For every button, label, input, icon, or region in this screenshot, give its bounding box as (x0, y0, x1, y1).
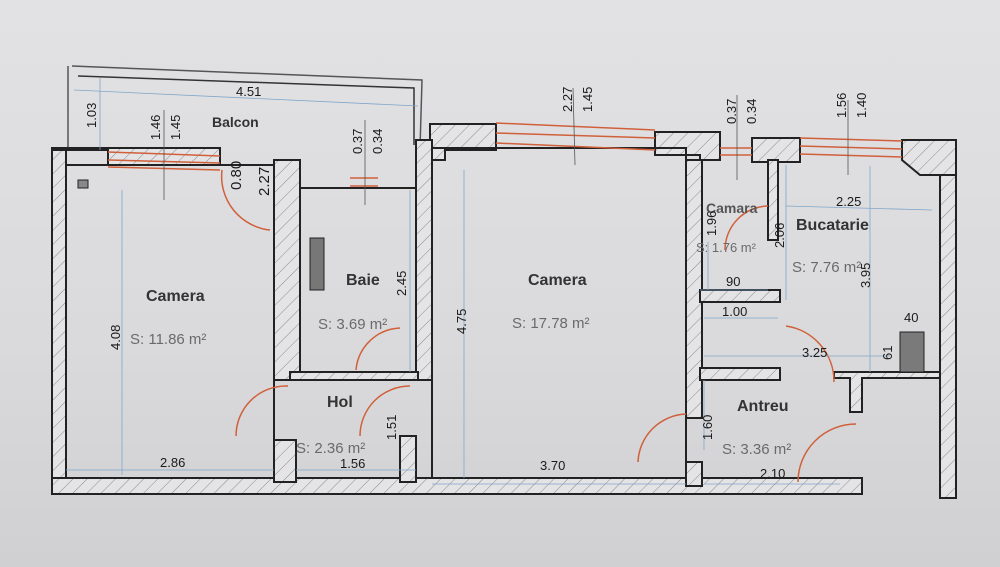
dim-balcon-depth: 1.03 (84, 102, 99, 128)
dim-baie-win-b: 0.34 (370, 128, 385, 154)
dim-camera1-width: 2.86 (160, 455, 186, 470)
dim-stove-width: 40 (904, 310, 919, 325)
dim-camara-width: 90 (726, 274, 741, 289)
dim-camara-win-b: 0.34 (744, 98, 759, 124)
room-label-camera-2: Camera (528, 272, 587, 289)
dim-hol-width: 1.56 (340, 456, 366, 471)
dim-bucatarie-height: 3.95 (858, 262, 873, 288)
room-area-camara: S: 1.76 m² (696, 240, 756, 255)
room-area-antreu: S: 3.36 m² (722, 441, 792, 458)
dim-stove-height: 61 (880, 345, 895, 360)
room-area-baie: S: 3.69 m² (318, 316, 388, 333)
dim-bucatarie-win-b: 1.40 (854, 92, 869, 118)
dim-baie-win-a: 0.37 (350, 128, 365, 154)
room-label-camera-1: Camera (146, 288, 205, 305)
dim-bucatarie-width: 2.25 (836, 194, 862, 209)
dim-door-balcon-b: 2.27 (256, 166, 273, 196)
room-label-antreu: Antreu (737, 398, 789, 415)
dim-camera2-width: 3.70 (540, 458, 566, 473)
room-label-baie: Baie (346, 272, 380, 289)
dim-bucatarie-bottom: 3.25 (802, 345, 828, 360)
dim-camera2-win-b: 1.45 (580, 86, 595, 112)
dim-antreu-width: 2.10 (760, 466, 786, 481)
dim-camara-height: 1.96 (704, 210, 719, 236)
dim-camera2-height: 4.75 (454, 308, 469, 334)
dim-antreu-height: 1.60 (700, 414, 715, 440)
dim-hol-height: 1.51 (384, 414, 399, 440)
dim-baie-height: 2.45 (394, 270, 409, 296)
dim-balcon-width: 4.51 (236, 84, 262, 99)
room-label-bucatarie: Bucatarie (796, 217, 869, 234)
dim-camera1-height: 4.08 (108, 324, 123, 350)
room-label-balcon: Balcon (212, 114, 259, 130)
dim-door-balcon-a: 0.80 (228, 160, 245, 190)
room-area-hol: S: 2.36 m² (296, 440, 366, 457)
dim-win1-a: 1.46 (148, 114, 163, 140)
dim-camara-win-a: 0.37 (724, 98, 739, 124)
dim-camera2-win-a: 2.27 (560, 86, 575, 112)
room-label-camara: Camara (706, 200, 758, 216)
dim-antreu-top: 1.00 (722, 304, 748, 319)
dim-win1-b: 1.45 (168, 114, 183, 140)
dim-bucatarie-win-a: 1.56 (834, 92, 849, 118)
room-label-hol: Hol (327, 394, 353, 411)
room-area-camera-2: S: 17.78 m² (512, 315, 590, 332)
room-area-camera-1: S: 11.86 m² (130, 331, 207, 348)
room-area-bucatarie: S: 7.76 m² (792, 259, 862, 276)
dim-camara-side: 2.06 (772, 222, 787, 248)
